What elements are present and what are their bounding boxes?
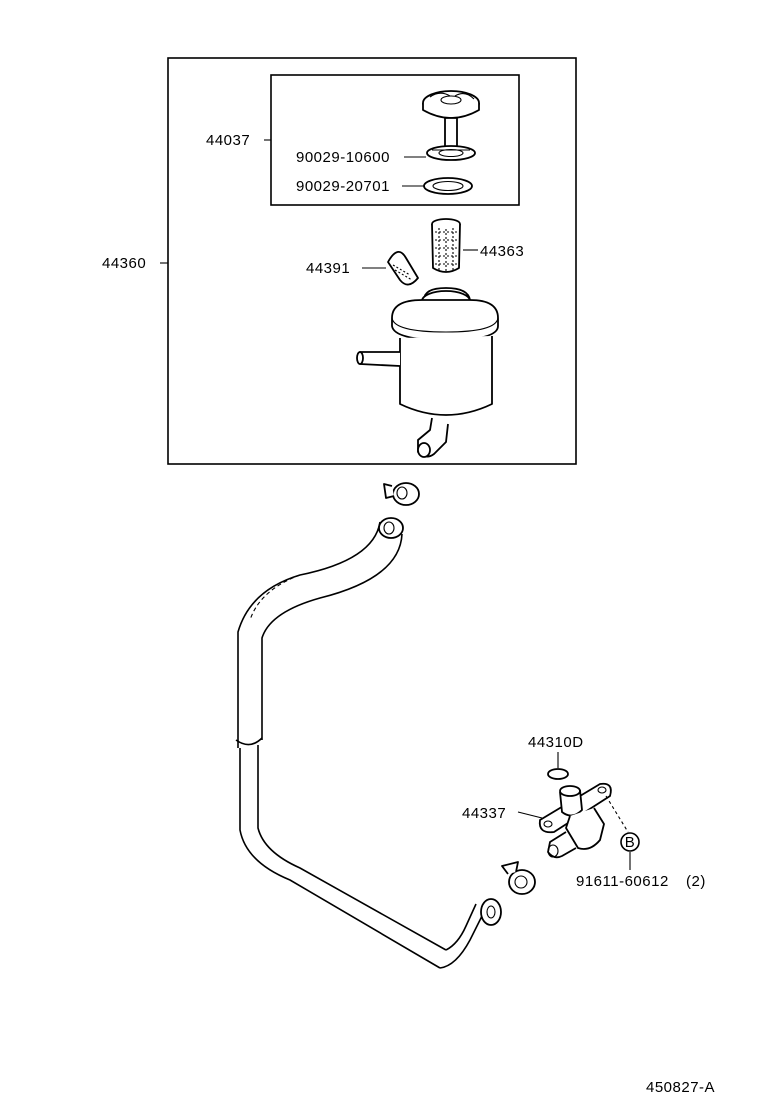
reservoir-body [356,287,499,458]
union-fitting [538,782,612,859]
clamp-band [387,251,419,286]
return-hose [235,517,502,969]
hose-clamp-upper [383,482,420,506]
strainer [431,218,461,273]
o-ring [547,768,569,780]
figure-code: 450827-A [646,1079,715,1096]
label-90029-10600: 90029-10600 [296,149,390,166]
gasket-ring [423,177,473,195]
label-44363: 44363 [480,243,524,260]
label-90029-20701: 90029-20701 [296,178,390,195]
hose-clamp-lower [501,861,536,895]
label-44037: 44037 [206,132,250,149]
leader-lines [160,139,631,870]
assembly-box [167,57,577,465]
bolt-reference-line [605,795,629,833]
label-bolt-quantity: (2) [686,873,706,890]
label-44337: 44337 [462,805,506,822]
label-44310D: 44310D [528,734,584,751]
reference-marker-b: B [625,834,636,851]
label-91611-60612: 91611-60612 [576,873,669,890]
label-44360: 44360 [102,255,146,272]
reservoir-cap [422,90,480,161]
reference-marker-circle [620,832,640,852]
label-44391: 44391 [306,260,350,277]
